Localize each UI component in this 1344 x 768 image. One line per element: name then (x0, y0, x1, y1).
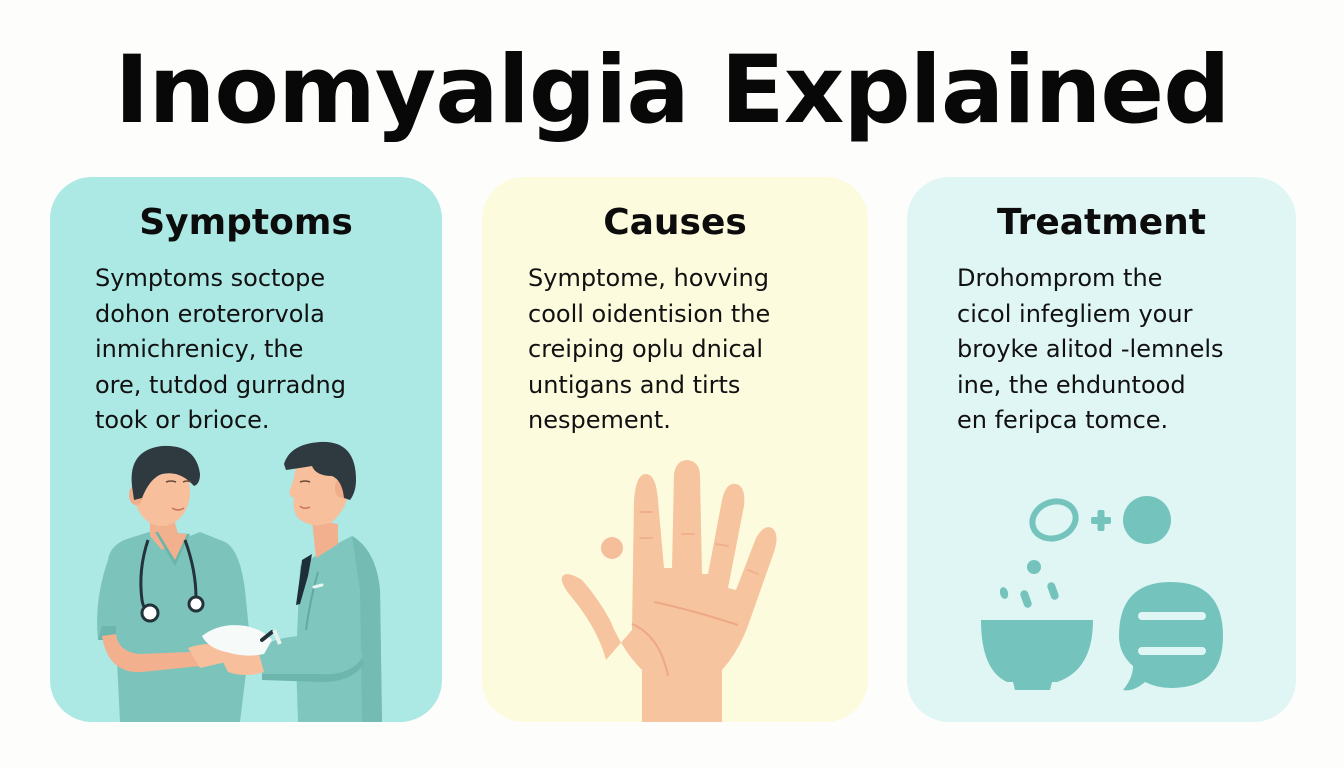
body-line: broyke alitod -lemnels (957, 335, 1224, 363)
filled-pill-icon (1123, 496, 1171, 544)
body-line: creiping oplu dnical (528, 335, 764, 363)
treatment-illustration (907, 440, 1296, 722)
body-line: ine, the ehduntood (957, 370, 1186, 399)
body-line: cicol infegliem your (957, 299, 1193, 328)
body-line: cooll oidentision the (528, 299, 771, 328)
card-body-causes: Symptome, hovving cooll oidentision the … (528, 261, 770, 439)
bowl-icon (981, 560, 1093, 690)
body-line: untigans and tirts (528, 370, 741, 399)
open-hand-icon (561, 460, 777, 722)
body-line: Symptome, hovving (528, 264, 769, 292)
card-body-treatment: Drohomprom the cicol infegliem your broy… (957, 261, 1224, 439)
body-line: took or brioce. (95, 406, 270, 434)
body-line: en feripca tomce. (957, 406, 1169, 434)
pill-ring-icon (1029, 498, 1079, 542)
body-line: Drohomprom the (957, 264, 1163, 292)
causes-card: Causes Symptome, hovving cooll oidentisi… (482, 177, 868, 722)
body-line: ore, tutdod gurradng (95, 370, 347, 399)
body-line: dohon eroterorvola (95, 299, 325, 328)
page-title: Inomyalgia Explained (114, 36, 1231, 145)
body-line: nespement. (528, 406, 671, 434)
doctor-nurse-icon (97, 441, 382, 722)
card-heading-treatment: Treatment (996, 202, 1207, 243)
body-line: inmichrenicy, the (95, 335, 304, 363)
card-heading-causes: Causes (603, 202, 747, 243)
treatment-card: Treatment Drohomprom the cicol infegliem… (907, 177, 1296, 722)
card-heading-symptoms: Symptoms (139, 202, 353, 243)
chat-bubble-icon (1119, 582, 1223, 691)
hand-illustration (482, 440, 868, 722)
card-body-symptoms: Symptoms soctope dohon eroterorvola inmi… (95, 261, 346, 439)
symptoms-card: Symptoms Symptoms soctope dohon eroteror… (50, 177, 442, 722)
plus-icon (1091, 510, 1111, 531)
doctor-nurse-illustration (50, 440, 442, 722)
body-line: Symptoms soctope (95, 264, 326, 292)
